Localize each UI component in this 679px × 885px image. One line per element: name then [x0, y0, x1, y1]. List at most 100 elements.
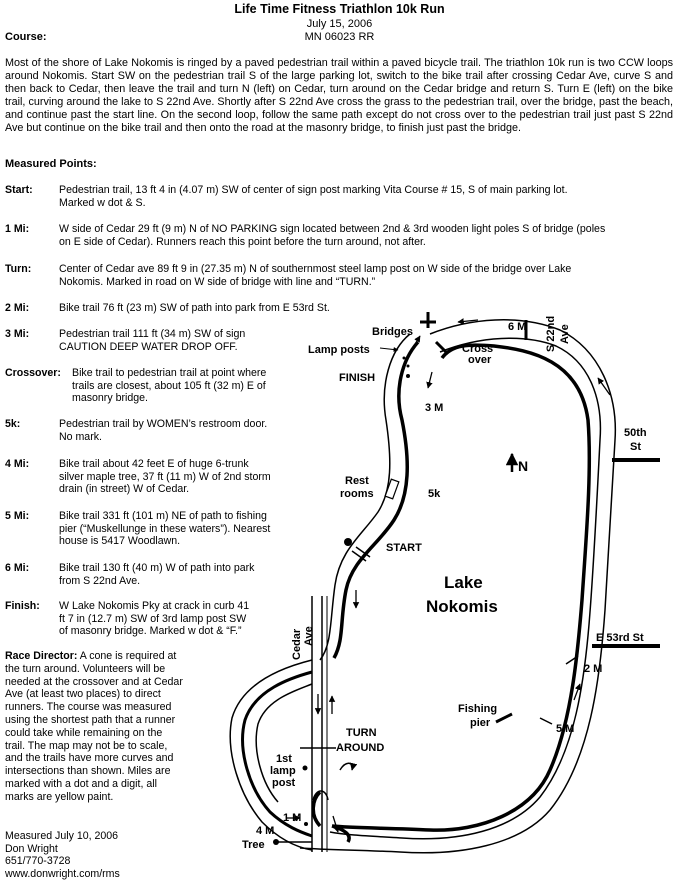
point-label: 6 Mi: — [5, 562, 30, 574]
sw-loop-outer — [229, 659, 313, 851]
lamp-dot — [406, 364, 410, 368]
mile-tick-start — [355, 546, 371, 558]
page-title: Life Time Fitness Triathlon 10k Run — [234, 2, 445, 16]
note-line: runners. The course was measured — [5, 701, 172, 714]
cedar-ave-label: Cedar — [291, 628, 303, 660]
point-line: masonry bridge. — [72, 392, 148, 405]
point-line: Nokomis. Marked in road on W side of bri… — [59, 275, 376, 288]
point-line: pier (“Muskellunge in these waters”). Ne… — [59, 522, 271, 535]
course-description: Most of the shore of Lake Nokomis is rin… — [5, 57, 673, 134]
note-line: Ave (at least two places) to direct — [5, 688, 161, 701]
fishing-pier-line — [495, 712, 513, 724]
mile-tick-5m — [539, 717, 553, 725]
point-line: silver maple tree, 37 ft (11 m) W of 2nd… — [59, 470, 271, 483]
point-label: 3 Mi: — [5, 328, 30, 340]
mile-3-label: 3 M — [425, 402, 443, 414]
west-trail-outer — [319, 333, 411, 661]
mile-dot — [304, 822, 308, 826]
race-date: July 15, 2006 — [306, 18, 373, 30]
measurer-info: Measured July 10, 2006 Don Wright 651/77… — [5, 830, 120, 880]
first-lamp-label: 1st — [276, 753, 292, 765]
crossover-label: over — [468, 354, 492, 366]
sw-loop-inner — [255, 683, 313, 803]
fishing-pier-label: pier — [470, 717, 491, 729]
point-label: 5k: — [5, 418, 21, 430]
pedestrian-trail — [311, 343, 592, 843]
direction-arrow-icon — [457, 318, 479, 325]
bike-trail-outer — [299, 319, 617, 854]
race-director-label: Race Director: — [5, 650, 78, 662]
point-line: trails are closest, about 105 ft (32 m) … — [72, 379, 266, 392]
measurer-phone: 651/770-3728 — [5, 855, 71, 868]
west-trail — [332, 340, 420, 659]
crossover-label: Cross — [462, 343, 493, 355]
note-line: using the shortest path that a runner — [5, 713, 176, 726]
cedar-ave-label: Ave — [303, 626, 315, 646]
point-label: 2 Mi: — [5, 302, 30, 314]
note-line: the turn around. Volunteers will be — [5, 662, 166, 675]
point-line: No mark. — [59, 430, 102, 443]
restrooms-label: Rest — [345, 475, 369, 487]
measured-points-heading: Measured Points: — [5, 158, 97, 170]
note-line: and the trails have more curves and — [5, 752, 174, 765]
point-line: house is 5417 Woodlawn. — [59, 535, 181, 548]
measured-date: Measured July 10, 2006 — [5, 830, 119, 842]
point-label: 1 Mi: — [5, 223, 30, 235]
mile-6-label: 6 M — [508, 321, 526, 333]
5k-label: 5k — [428, 488, 441, 500]
direction-arrow-icon — [597, 377, 611, 396]
first-lamp-label: lamp — [270, 765, 296, 777]
mile-2-label: 2 M — [584, 663, 602, 675]
bridge-mark — [434, 340, 450, 356]
point-line: Bike trail about 42 feet E of huge 6-tru… — [59, 458, 249, 470]
point-label: 4 Mi: — [5, 458, 30, 470]
point-line: Center of Cedar ave 89 ft 9 in (27.35 m)… — [59, 263, 572, 275]
tree-dot — [273, 839, 279, 845]
note-line: marks are yellow paint. — [5, 790, 114, 803]
lake-name-label: Nokomis — [426, 597, 498, 616]
s22nd-ave-label: Ave — [559, 324, 571, 344]
point-line: Pedestrian trail, 13 ft 4 in (4.07 m) SW… — [59, 184, 568, 196]
direction-arrow-icon — [413, 335, 421, 347]
point-line: W Lake Nokomis Pky at crack in curb 41 — [59, 600, 250, 612]
north-label: N — [518, 458, 528, 474]
direction-arrow-icon — [573, 683, 581, 701]
turn-around-label: TURN — [346, 727, 377, 739]
direction-arrow-icon — [332, 815, 340, 833]
point-label: Turn: — [5, 263, 32, 275]
race-director-note: Race Director: A cone is required at the… — [5, 650, 261, 804]
first-lamp-label: post — [272, 777, 296, 789]
50th-st-label: 50th — [624, 427, 647, 439]
start-label: START — [386, 542, 422, 554]
point-line: of masonry bridge. Marked w dot & “F.” — [59, 625, 242, 638]
turn-around-arrow-icon — [339, 762, 358, 771]
point-line: Marked w dot & S. — [59, 196, 146, 209]
note-line: trail. The map may not be to scale, — [5, 739, 168, 752]
50th-st-label: St — [630, 441, 641, 453]
start-dot — [344, 538, 352, 546]
mile-5-label: 5 M — [556, 723, 574, 735]
note-line: marked with a dot and a digit, all — [5, 777, 157, 790]
measurer-website[interactable]: www.donwright.com/rms — [5, 867, 120, 880]
turn-around-label: AROUND — [336, 742, 384, 754]
turn-arc — [312, 790, 329, 801]
mile-4-label: 4 M — [256, 825, 274, 837]
note-line: needed at the crossover and at Cedar — [5, 675, 183, 688]
tree-label: Tree — [242, 839, 265, 851]
point-line: Bike trail to pedestrian trail at point … — [72, 367, 267, 379]
lake-name-label: Lake — [444, 573, 483, 592]
lamp-dot — [402, 356, 406, 360]
bridges-label: Bridges — [372, 326, 413, 338]
measurer-name: Don Wright — [5, 842, 58, 855]
point-line: ft 7 in (12.7 m) SW of 3rd lamp post SW — [59, 612, 247, 625]
point-label: Start: — [5, 184, 33, 196]
course-id: MN 06023 RR — [304, 31, 375, 43]
note-line: could take while remaining on the — [5, 726, 163, 739]
point-line: Bike trail 130 ft (40 m) W of path into … — [59, 562, 255, 574]
point-label: Finish: — [5, 600, 40, 612]
course-label: Course: — [5, 31, 47, 43]
point-line: on E side of Cedar). Runners reach this … — [59, 235, 426, 248]
mile-1-label: 1 M — [283, 812, 301, 824]
s22nd-ave-label: S 22nd — [545, 316, 557, 352]
